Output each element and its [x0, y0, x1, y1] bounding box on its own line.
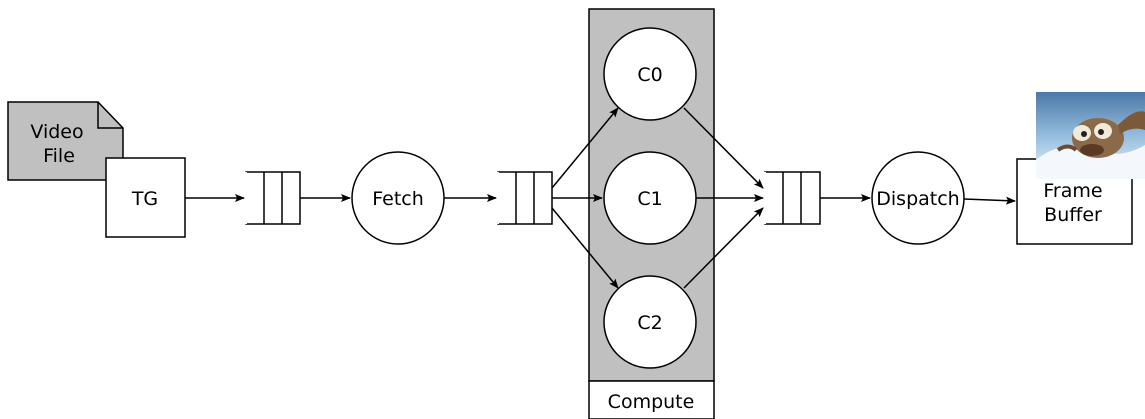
queue-1	[245, 171, 301, 225]
dispatch-node: Dispatch	[871, 151, 965, 245]
c0-node: C0	[603, 27, 697, 121]
c0-circle	[603, 27, 697, 121]
video-file-label-line1: Video	[30, 121, 83, 143]
dispatch-label: Dispatch	[876, 188, 959, 210]
queue-3	[764, 171, 821, 225]
edge-dispatch-framebuffer	[963, 196, 1016, 205]
c1-label: C1	[637, 188, 662, 210]
frame-buffer-label-line2: Buffer	[1044, 204, 1102, 226]
video-file-node: Video File	[7, 101, 124, 181]
compute-label: Compute	[608, 391, 695, 413]
video-file-icon	[7, 101, 124, 181]
tg-node: TG	[105, 157, 186, 238]
tg-label: TG	[131, 188, 158, 210]
edge-queue2-c2	[551, 207, 619, 289]
edge-c0-queue3	[683, 107, 764, 189]
c0-label: C0	[637, 64, 662, 86]
edge-queue2-c0	[551, 107, 619, 189]
fetch-label: Fetch	[372, 188, 424, 210]
c2-label: C2	[637, 312, 662, 334]
frame-thumbnail-icon	[1036, 92, 1145, 179]
edge-c2-queue3	[683, 207, 764, 289]
video-file-label-line2: File	[43, 145, 75, 167]
frame-buffer-label-line1: Frame	[1043, 180, 1102, 202]
dispatch-circle	[871, 151, 965, 245]
fetch-node: Fetch	[351, 151, 445, 245]
compute-label-box	[588, 380, 715, 419]
edges	[185, 107, 1016, 289]
c2-node: C2	[603, 275, 697, 369]
c1-node: C1	[603, 151, 697, 245]
queue-2	[497, 171, 553, 225]
c2-circle	[603, 275, 697, 369]
tg-box	[105, 157, 186, 238]
